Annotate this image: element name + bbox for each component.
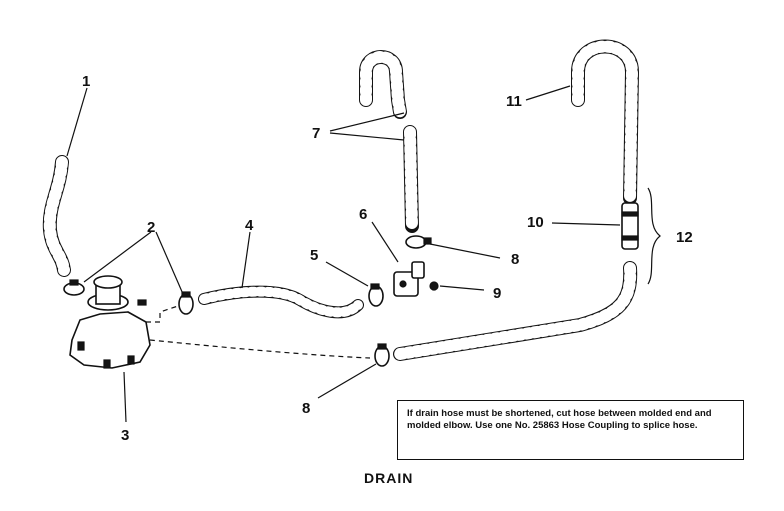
- bracket-part-12: [647, 187, 661, 285]
- clamp-part-5: [368, 283, 384, 307]
- callout-2: 2: [147, 219, 155, 236]
- hose-coupling-part-10: [621, 202, 639, 250]
- callout-6: 6: [359, 206, 367, 223]
- connection-dashed-lines: [146, 305, 371, 359]
- j-hose-part-7: [359, 50, 419, 233]
- callout-5: 5: [310, 247, 318, 264]
- note-text: If drain hose must be shortened, cut hos…: [407, 408, 712, 431]
- callout-1: 1: [82, 73, 90, 90]
- clamp-part-8-lower: [374, 343, 390, 367]
- shortening-note: If drain hose must be shortened, cut hos…: [397, 400, 744, 460]
- callout-4: 4: [245, 217, 254, 234]
- callout-9: 9: [493, 285, 501, 302]
- coil-hose-part-1: [42, 155, 71, 277]
- leader-lines: [66, 85, 621, 423]
- callout-8-lower: 8: [302, 400, 310, 417]
- clamp-part-2-right: [178, 291, 194, 315]
- clamp-part-8-upper: [405, 235, 432, 249]
- clamp-part-2-left: [63, 279, 85, 296]
- callout-12: 12: [676, 229, 693, 246]
- callout-11: 11: [506, 93, 522, 110]
- screw-part-9: [429, 281, 439, 291]
- callout-3: 3: [121, 427, 129, 444]
- hose-part-4: [198, 285, 364, 319]
- diagram-caption: DRAIN: [364, 470, 414, 486]
- callout-10: 10: [527, 214, 544, 231]
- callout-7: 7: [312, 125, 320, 142]
- pump-part-3: [69, 275, 151, 369]
- connector-part-6: [393, 261, 425, 297]
- callout-8-upper: 8: [511, 251, 519, 268]
- callout-labels: 1 2 3 4 5 6 7 8 8 9 10 11 12: [82, 73, 693, 444]
- drain-hose-part-11: [393, 39, 639, 361]
